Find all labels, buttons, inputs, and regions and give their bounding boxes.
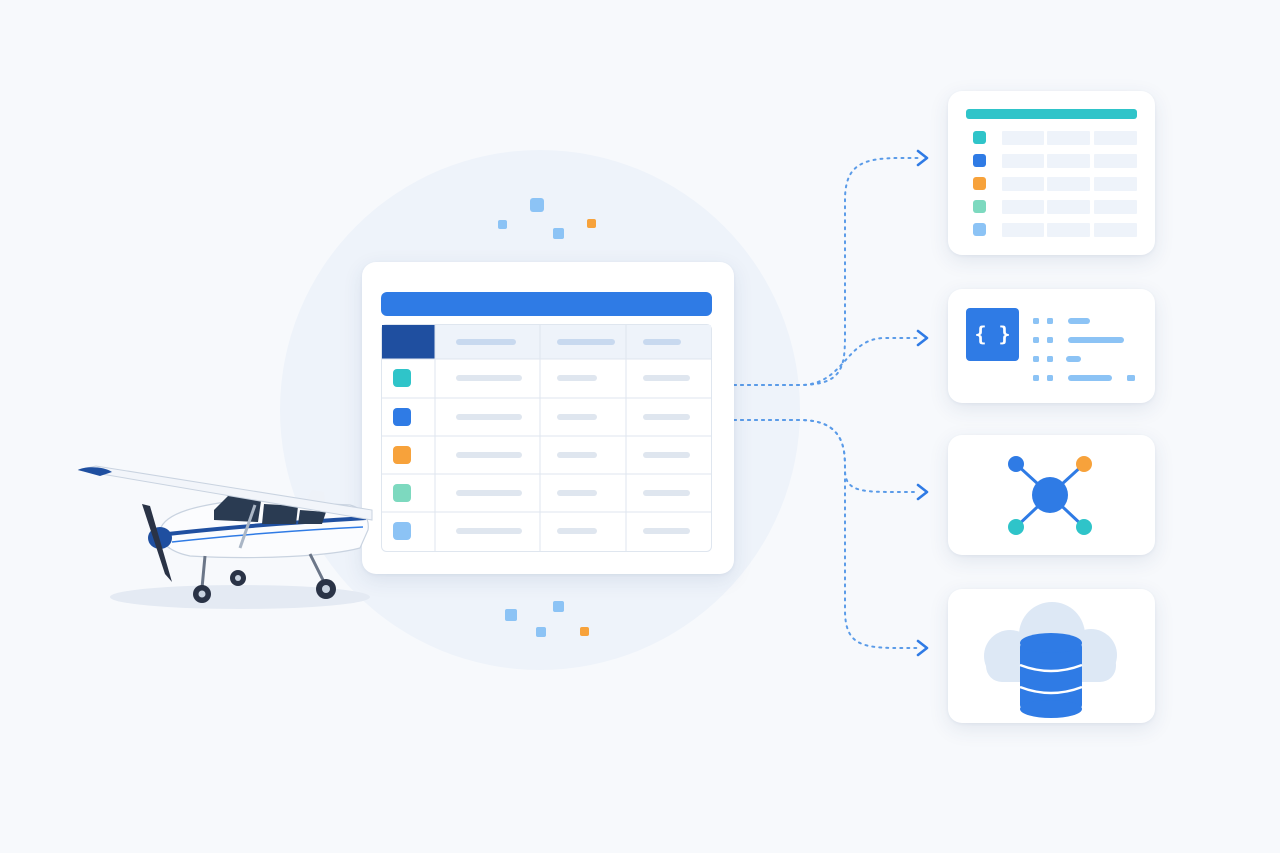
cloud-database-icon — [984, 602, 1117, 718]
arrow-head-icon — [916, 639, 929, 657]
output-card-json: { } — [948, 289, 1155, 403]
corner-cell — [382, 325, 435, 359]
source-table — [381, 292, 712, 552]
connector-to-graph — [733, 419, 919, 493]
header-placeholder — [456, 339, 516, 345]
mini-cell — [1047, 223, 1090, 237]
mini-row-marker — [973, 177, 986, 190]
cell-placeholder — [643, 490, 690, 496]
mini-header-bar — [966, 109, 1137, 119]
mini-row-marker — [973, 131, 986, 144]
mini-cell — [1047, 131, 1090, 145]
arrow-head-icon — [916, 149, 929, 167]
network-graph-icon — [1008, 456, 1092, 535]
arrow-head-icon — [916, 483, 929, 501]
mini-cell — [1002, 223, 1044, 237]
mini-cell — [1094, 223, 1137, 237]
source-table-card — [362, 262, 734, 574]
cell-placeholder — [643, 414, 690, 420]
cell-placeholder — [456, 528, 522, 534]
mini-cell — [1002, 154, 1044, 168]
row-marker — [393, 484, 411, 502]
braces-icon: { } — [966, 308, 1019, 361]
particle — [530, 198, 544, 212]
output-card-database — [948, 589, 1155, 723]
cell-placeholder — [643, 528, 690, 534]
mini-row-marker — [973, 223, 986, 236]
json-lines — [1033, 318, 1135, 381]
table-icon — [966, 109, 1137, 237]
row-marker — [393, 446, 411, 464]
mini-cell — [1094, 200, 1137, 214]
mini-cell — [1094, 177, 1137, 191]
mini-row-marker — [973, 200, 986, 213]
mini-cell — [1094, 131, 1137, 145]
mini-cell — [1002, 177, 1044, 191]
particle — [553, 228, 564, 239]
particle — [580, 627, 589, 636]
row-marker — [393, 522, 411, 540]
cell-placeholder — [456, 490, 522, 496]
mini-cell — [1002, 200, 1044, 214]
cell-placeholder — [456, 452, 522, 458]
connector-to-table — [733, 157, 919, 386]
particle — [553, 601, 564, 612]
cell-placeholder — [557, 414, 597, 420]
header-placeholder — [643, 339, 681, 345]
output-card-table — [948, 91, 1155, 255]
cell-placeholder — [557, 490, 597, 496]
mini-cell — [1047, 177, 1090, 191]
row-marker — [393, 408, 411, 426]
particle — [505, 609, 517, 621]
mini-cell — [1047, 200, 1090, 214]
connector-to-database — [733, 419, 919, 649]
cell-placeholder — [557, 452, 597, 458]
table-header-bar — [381, 292, 712, 316]
mini-cell — [1047, 154, 1090, 168]
particle — [498, 220, 507, 229]
header-placeholder — [557, 339, 615, 345]
arrow-head-icon — [916, 329, 929, 347]
cell-placeholder — [557, 528, 597, 534]
cell-placeholder — [643, 452, 690, 458]
mini-cell — [1094, 154, 1137, 168]
particle — [536, 627, 546, 637]
connector-to-json — [733, 337, 919, 386]
cell-placeholder — [643, 375, 690, 381]
mini-row-marker — [973, 154, 986, 167]
output-card-graph — [948, 435, 1155, 555]
cell-placeholder — [557, 375, 597, 381]
cell-placeholder — [456, 375, 522, 381]
row-marker — [393, 369, 411, 387]
mini-cell — [1002, 131, 1044, 145]
particle — [587, 219, 596, 228]
cell-placeholder — [456, 414, 522, 420]
